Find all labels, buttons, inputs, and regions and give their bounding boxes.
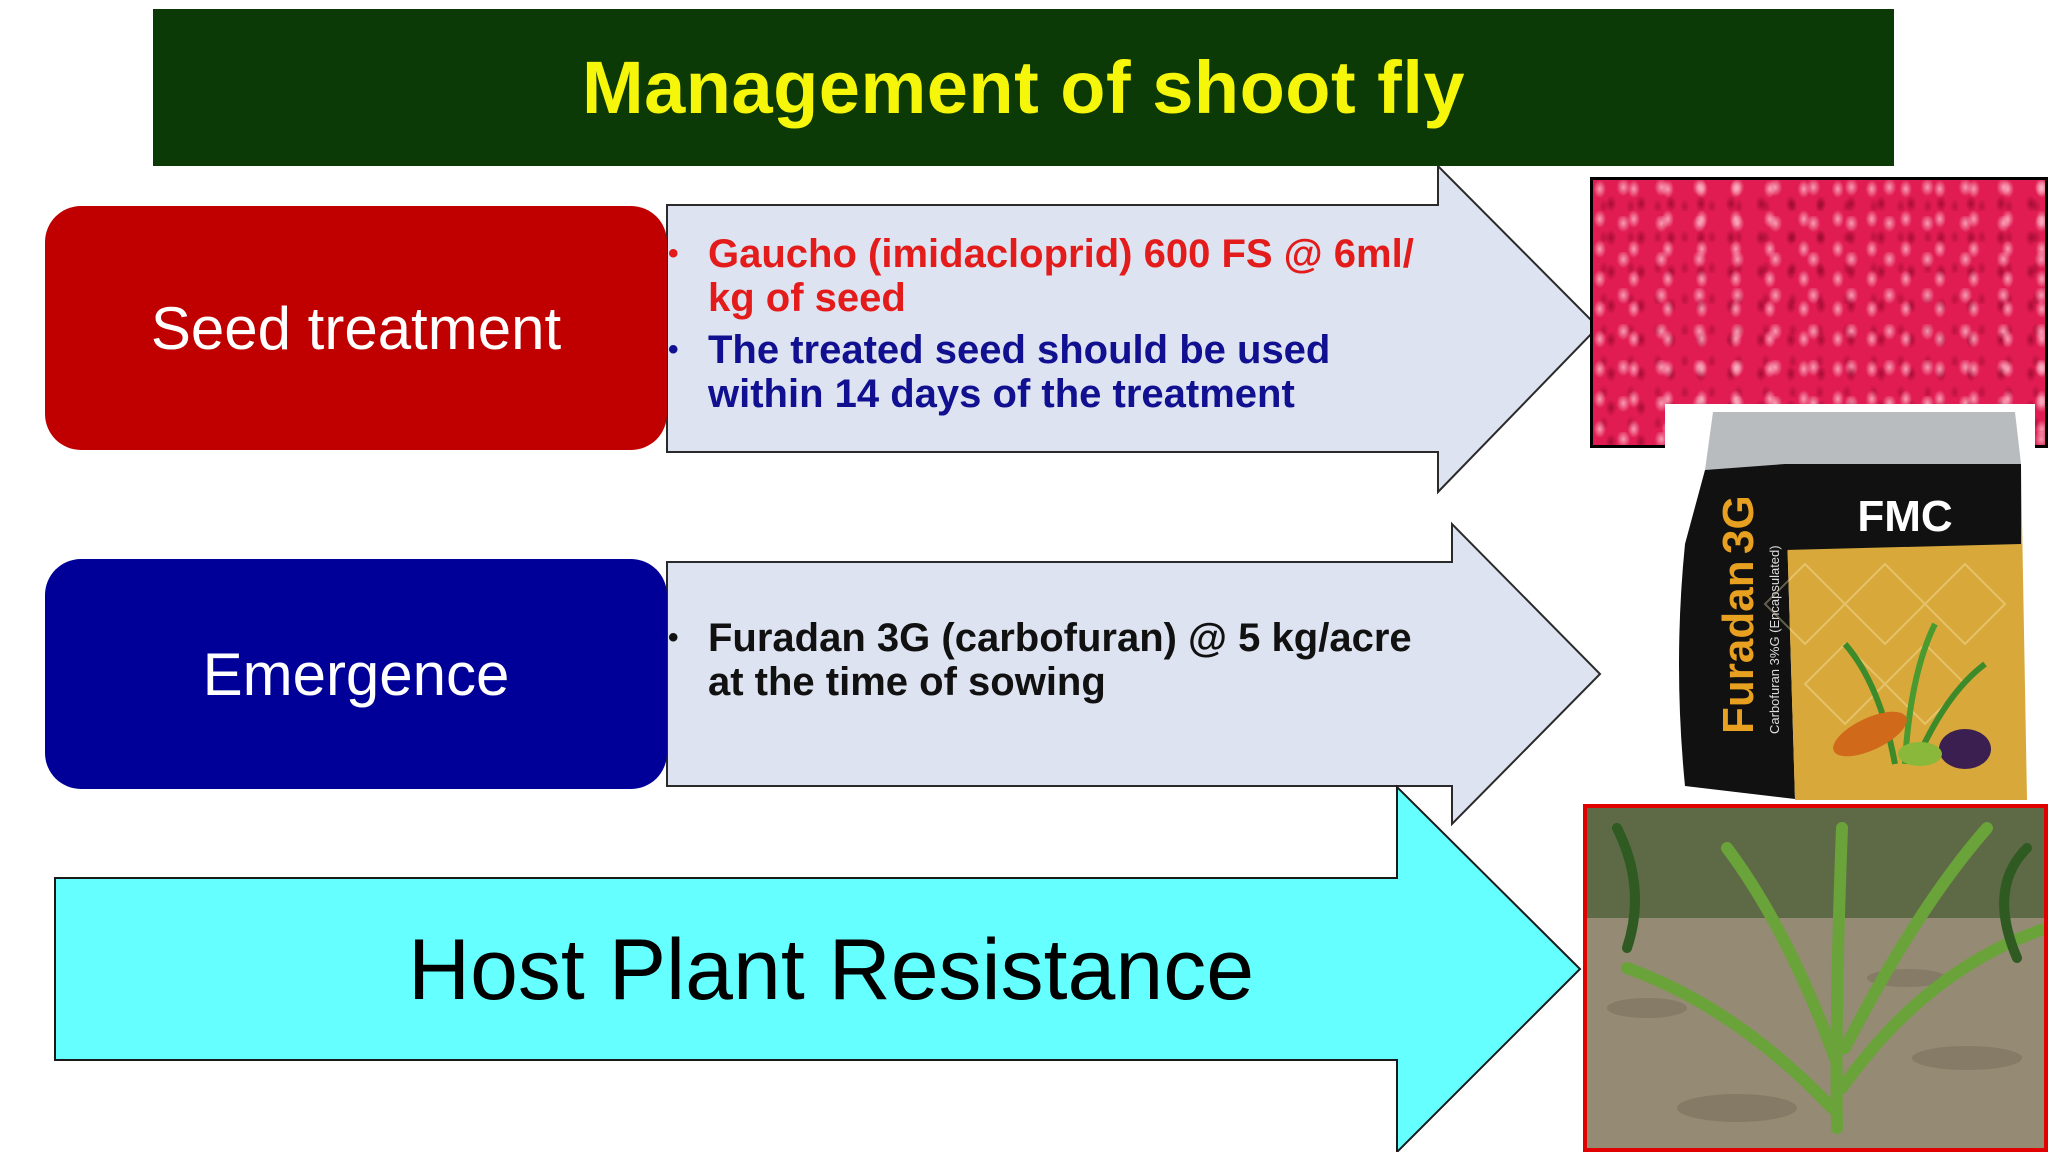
bag-sub-text: Carbofuran 3%G (Encapsulated) (1767, 545, 1782, 734)
emergence-arrow (666, 521, 1602, 827)
emergence-bullets: • Furadan 3G (carbofuran) @ 5 kg/acre at… (668, 616, 1488, 712)
furadan-bag-photo: FMC Furadan 3G Carbofuran 3%G (Encapsula… (1665, 404, 2035, 806)
bullet-line: Gaucho (imidacloprid) 600 FS @ 6ml/ (708, 232, 1414, 276)
bag-brand-text: FMC (1857, 492, 1952, 541)
bag-grade-text: 3G (1714, 495, 1763, 554)
bullet-dot: • (668, 621, 679, 654)
bullet-dot: • (668, 333, 679, 366)
bullet-gaucho: • Gaucho (imidacloprid) 600 FS @ 6ml/ kg… (668, 232, 1488, 320)
seed-treatment-bullets: • Gaucho (imidacloprid) 600 FS @ 6ml/ kg… (668, 232, 1488, 424)
seedling-graphic (1587, 808, 2044, 1148)
seed-treatment-box: Seed treatment (45, 206, 667, 450)
emergence-box: Emergence (45, 559, 667, 789)
furadan-bag-graphic: FMC Furadan 3G Carbofuran 3%G (Encapsula… (1665, 404, 2035, 806)
bullet-furadan: • Furadan 3G (carbofuran) @ 5 kg/acre at… (668, 616, 1488, 704)
host-plant-resistance-arrow (54, 784, 1582, 1152)
bag-product-text: Furadan (1714, 560, 1763, 734)
bullet-line: kg of seed (708, 276, 906, 320)
treated-seeds-photo (1590, 177, 2048, 448)
host-plant-resistance-label: Host Plant Resistance (407, 921, 1255, 1018)
emergence-label: Emergence (202, 640, 510, 708)
title-bar: Management of shoot fly (153, 9, 1894, 166)
bullet-line: The treated seed should be used (708, 328, 1331, 372)
bullet-dot: • (668, 237, 679, 270)
slide-title: Management of shoot fly (581, 46, 1466, 129)
host-plant-resistance-label-box: Host Plant Resistance (56, 910, 1606, 1030)
bullet-treated-seed: • The treated seed should be used within… (668, 328, 1488, 416)
seed-treatment-arrow (666, 163, 1600, 495)
maize-seedling-photo (1583, 804, 2048, 1152)
bullet-line: Furadan 3G (carbofuran) @ 5 kg/acre (708, 616, 1412, 660)
seed-treatment-label: Seed treatment (150, 294, 562, 362)
bullet-line: at the time of sowing (708, 660, 1106, 704)
bullet-line: within 14 days of the treatment (708, 372, 1295, 416)
